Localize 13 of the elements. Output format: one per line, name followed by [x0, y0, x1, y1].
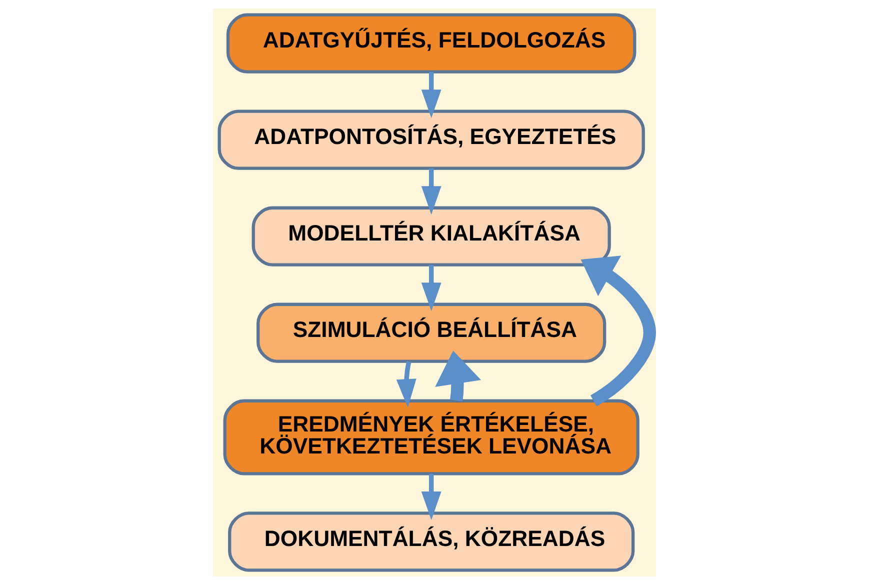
node-box: ADATGYŰJTÉS, FELDOLGOZÁS — [226, 13, 636, 74]
arrow — [421, 474, 442, 520]
arrow — [580, 256, 656, 406]
arrow — [396, 361, 416, 408]
node-box: EREDMÉNYEK ÉRTÉKELÉSE, KÖVETKEZTETÉSEK LEVONÁSA — [223, 399, 640, 476]
node-box: SZIMULÁCIÓ BEÁLLÍTÁSA — [256, 302, 606, 363]
node-box: DOKUMENTÁLÁS, KÖZREADÁS — [228, 512, 635, 572]
arrow — [421, 264, 442, 312]
arrow — [421, 168, 442, 215]
node-box: ADATPONTOSÍTÁS, EGYEZTETÉS — [218, 110, 645, 170]
node-box: MODELLTÉR KIALAKÍTÁSA — [252, 206, 611, 266]
arrow — [421, 72, 442, 118]
arrow — [435, 350, 482, 402]
